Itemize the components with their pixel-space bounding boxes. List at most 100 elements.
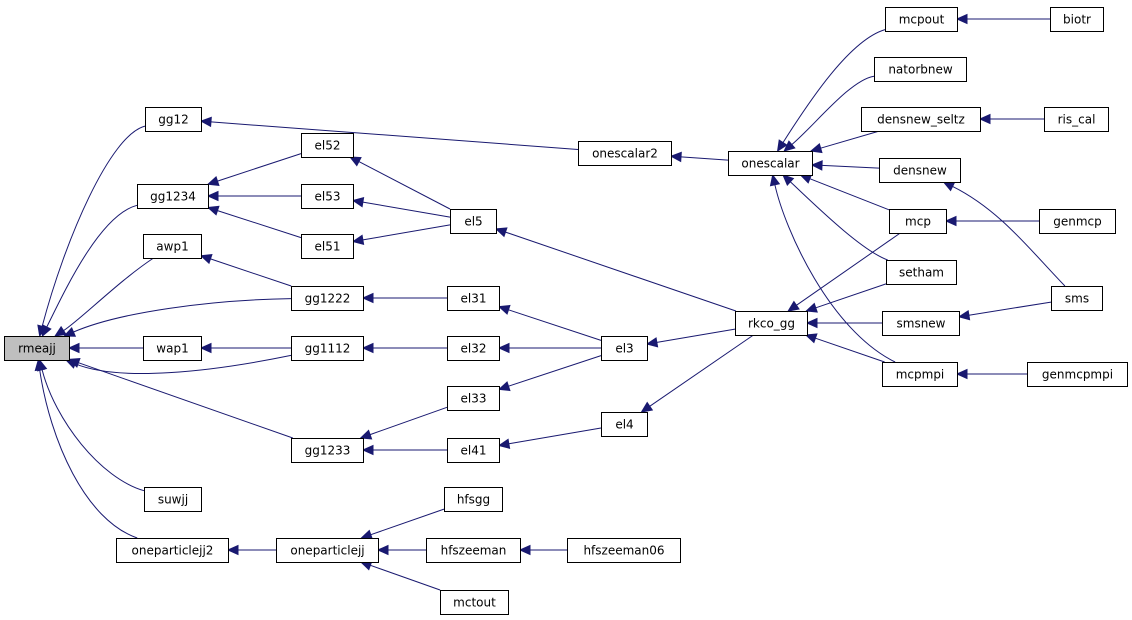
node-hfszeeman06[interactable]: hfszeeman06 [567, 538, 681, 563]
node-box-onescalar[interactable] [728, 151, 813, 176]
arrowhead-gg1112-to-wap1 [199, 342, 212, 354]
node-hfszeeman[interactable]: hfszeeman [426, 538, 521, 563]
node-box-hfsgg[interactable] [444, 487, 503, 512]
node-box-el4[interactable] [601, 412, 648, 437]
node-oneparticlejj[interactable]: oneparticlejj [276, 538, 379, 563]
arrowhead-el52-to-gg1234 [206, 176, 220, 186]
node-box-biotr[interactable] [1050, 7, 1104, 32]
edge-mcpmpi-to-onescalar [774, 184, 896, 363]
node-box-smsnew[interactable] [882, 311, 960, 336]
node-box-genmcp[interactable] [1039, 209, 1116, 234]
node-label-mcp: mcp [905, 215, 931, 229]
node-wap1[interactable]: wap1 [143, 336, 202, 361]
node-box-rkco_gg[interactable] [735, 311, 808, 336]
node-mcp[interactable]: mcp [889, 209, 947, 234]
node-mctout[interactable]: mctout [440, 590, 509, 615]
node-el3[interactable]: el3 [601, 336, 648, 361]
edge-gg1222-to-rmeajj [73, 298, 292, 333]
node-box-mctout[interactable] [440, 590, 509, 615]
node-gg1234[interactable]: gg1234 [137, 184, 209, 209]
node-box-gg1222[interactable] [291, 286, 364, 311]
node-mcpout[interactable]: mcpout [885, 7, 958, 32]
node-box-gg1112[interactable] [291, 336, 364, 361]
node-box-hfszeeman[interactable] [426, 538, 521, 563]
node-box-ris_cal[interactable] [1044, 107, 1109, 132]
arrowhead-oneparticlejj-to-oneparticlejj2 [226, 544, 239, 556]
node-genmcp[interactable]: genmcp [1039, 209, 1116, 234]
node-el4[interactable]: el4 [601, 412, 648, 437]
node-box-oneparticlejj2[interactable] [116, 538, 229, 563]
node-box-el41[interactable] [447, 438, 500, 463]
node-box-gg1234[interactable] [137, 184, 209, 209]
node-box-el32[interactable] [447, 336, 500, 361]
node-el32[interactable]: el32 [447, 336, 500, 361]
edge-gg12-to-rmeajj [41, 125, 146, 327]
node-awp1[interactable]: awp1 [143, 234, 202, 259]
node-box-el51[interactable] [301, 234, 354, 259]
node-box-el31[interactable] [447, 286, 500, 311]
node-gg1233[interactable]: gg1233 [291, 438, 364, 463]
node-box-el5[interactable] [450, 209, 497, 234]
node-box-natorbnew[interactable] [874, 57, 967, 82]
node-box-densnew_seltz[interactable] [861, 107, 981, 132]
node-box-sms[interactable] [1051, 286, 1103, 311]
node-label-rmeajj: rmeajj [18, 342, 56, 356]
node-box-hfszeeman06[interactable] [567, 538, 681, 563]
node-onescalar[interactable]: onescalar [728, 151, 813, 176]
node-box-gg1233[interactable] [291, 438, 364, 463]
node-box-el33[interactable] [447, 386, 500, 411]
node-el31[interactable]: el31 [447, 286, 500, 311]
node-el53[interactable]: el53 [301, 184, 354, 209]
node-box-el52[interactable] [301, 133, 354, 158]
node-setham[interactable]: setham [886, 260, 957, 285]
node-ris_cal[interactable]: ris_cal [1044, 107, 1109, 132]
node-label-el51: el51 [315, 240, 341, 254]
arrowhead-el51-to-gg1234 [206, 205, 220, 216]
node-box-gg12[interactable] [145, 107, 202, 132]
node-biotr[interactable]: biotr [1050, 7, 1104, 32]
node-densnew[interactable]: densnew [879, 158, 961, 183]
arrowhead-el32-to-gg1112 [361, 342, 374, 354]
node-el51[interactable]: el51 [301, 234, 354, 259]
node-el33[interactable]: el33 [447, 386, 500, 411]
node-rkco_gg[interactable]: rkco_gg [735, 311, 808, 336]
node-densnew_seltz[interactable]: densnew_seltz [861, 107, 981, 132]
node-oneparticlejj2[interactable]: oneparticlejj2 [116, 538, 229, 563]
node-el52[interactable]: el52 [301, 133, 354, 158]
node-sms[interactable]: sms [1051, 286, 1103, 311]
node-rmeajj[interactable]: rmeajj [4, 336, 70, 361]
node-box-suwjj[interactable] [144, 487, 202, 512]
node-label-el41: el41 [461, 444, 487, 458]
node-genmcpmpi[interactable]: genmcpmpi [1027, 362, 1128, 387]
node-label-el33: el33 [461, 392, 487, 406]
node-box-wap1[interactable] [143, 336, 202, 361]
node-gg1222[interactable]: gg1222 [291, 286, 364, 311]
node-box-awp1[interactable] [143, 234, 202, 259]
node-hfsgg[interactable]: hfsgg [444, 487, 503, 512]
node-smsnew[interactable]: smsnew [882, 311, 960, 336]
node-onescalar2[interactable]: onescalar2 [578, 141, 672, 166]
node-box-setham[interactable] [886, 260, 957, 285]
node-label-el53: el53 [315, 190, 341, 204]
node-box-mcpmpi[interactable] [882, 362, 958, 387]
node-box-densnew[interactable] [879, 158, 961, 183]
node-label-hfsgg: hfsgg [457, 493, 490, 507]
node-box-oneparticlejj[interactable] [276, 538, 379, 563]
arrowhead-mcpout-to-onescalar [776, 139, 788, 153]
node-mcpmpi[interactable]: mcpmpi [882, 362, 958, 387]
node-label-el32: el32 [461, 342, 487, 356]
node-box-el53[interactable] [301, 184, 354, 209]
node-box-el3[interactable] [601, 336, 648, 361]
node-box-mcpout[interactable] [885, 7, 958, 32]
node-gg12[interactable]: gg12 [145, 107, 202, 132]
node-box-genmcpmpi[interactable] [1027, 362, 1128, 387]
node-gg1112[interactable]: gg1112 [291, 336, 364, 361]
node-el41[interactable]: el41 [447, 438, 500, 463]
node-box-mcp[interactable] [889, 209, 947, 234]
node-box-onescalar2[interactable] [578, 141, 672, 166]
node-el5[interactable]: el5 [450, 209, 497, 234]
arrowhead-awp1-to-rmeajj [54, 325, 67, 337]
node-box-rmeajj[interactable] [4, 336, 70, 361]
node-natorbnew[interactable]: natorbnew [874, 57, 967, 82]
node-suwjj[interactable]: suwjj [144, 487, 202, 512]
